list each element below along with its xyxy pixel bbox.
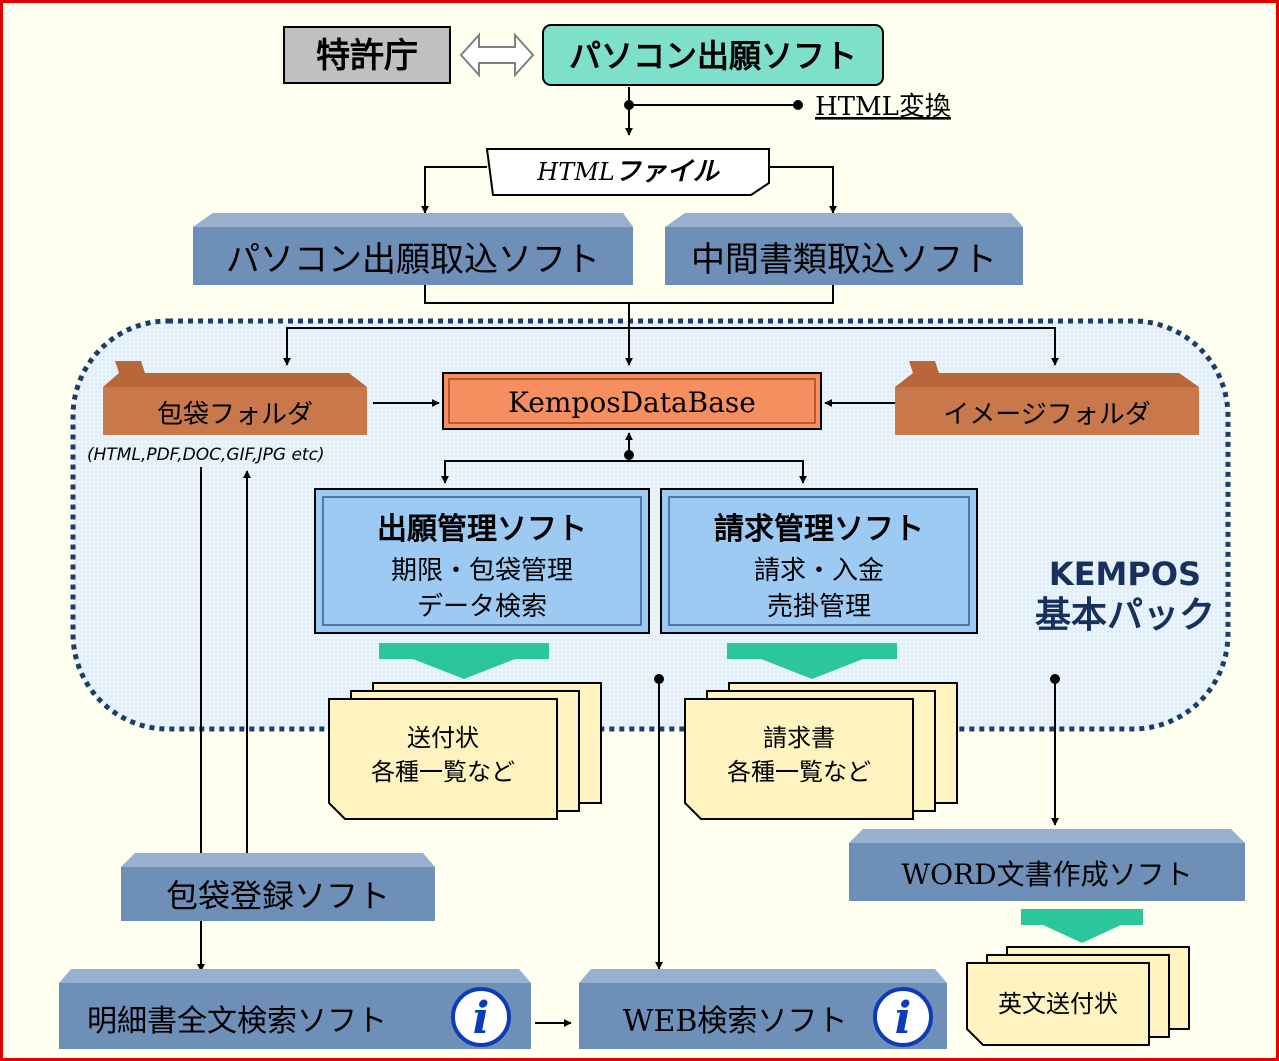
database-label: KemposDataBase bbox=[508, 386, 756, 419]
fulltext-search-module: 明細書全文検索ソフト i bbox=[59, 969, 531, 1049]
word-doc-label: WORD文書作成ソフト bbox=[901, 858, 1192, 891]
doc-billing-line1: 請求書 bbox=[763, 724, 835, 752]
pc-filing-import-label: パソコン出願取込ソフト bbox=[226, 240, 600, 280]
html-conversion-label: HTML変換 bbox=[815, 92, 951, 122]
doc-filing-line1: 送付状 bbox=[407, 724, 479, 752]
doc-billing-line2: 各種一覧など bbox=[727, 758, 871, 786]
image-folder-label: イメージフォルダ bbox=[943, 400, 1150, 430]
image-folder: イメージフォルダ bbox=[895, 361, 1199, 435]
wrapper-folder-label: 包袋フォルダ bbox=[157, 400, 313, 430]
system-diagram: 特許庁 パソコン出願ソフト HTML変換 HTMLファイル パソコン出願取込ソフ… bbox=[59, 24, 1245, 1049]
wrapper-register-module: 包袋登録ソフト bbox=[121, 853, 435, 921]
billing-mgmt-title: 請求管理ソフト bbox=[714, 512, 924, 547]
filing-mgmt-title: 出願管理ソフト bbox=[377, 512, 587, 547]
filing-mgmt-line1: 期限・包袋管理 bbox=[391, 556, 573, 586]
fulltext-search-label: 明細書全文検索ソフト bbox=[87, 1004, 387, 1039]
filing-mgmt-line2: データ検索 bbox=[417, 592, 547, 622]
filing-mgmt-software: 出願管理ソフト 期限・包袋管理 データ検索 bbox=[314, 488, 650, 634]
patent-office-box bbox=[283, 26, 451, 84]
output-arrow-word bbox=[1021, 909, 1143, 943]
english-cover-label: 英文送付状 bbox=[998, 990, 1118, 1018]
billing-mgmt-line2: 売掛管理 bbox=[767, 592, 871, 622]
svg-text:i: i bbox=[895, 993, 912, 1044]
database-box: KemposDataBase bbox=[442, 372, 822, 430]
bidirectional-arrow-icon bbox=[459, 32, 535, 78]
wrapper-folder: 包袋フォルダ bbox=[103, 361, 367, 435]
word-doc-module: WORD文書作成ソフト bbox=[849, 829, 1245, 901]
output-arrow-filing bbox=[379, 643, 549, 679]
connectors bbox=[197, 87, 1059, 1027]
web-search-label: WEB検索ソフト bbox=[623, 1004, 848, 1039]
doc-stack-filing: 送付状 各種一覧など bbox=[328, 682, 602, 820]
html-file-shape bbox=[485, 148, 770, 196]
svg-text:i: i bbox=[473, 993, 490, 1044]
kempos-pack-line1: KEMPOS bbox=[1049, 555, 1201, 593]
wrapper-register-label: 包袋登録ソフト bbox=[166, 877, 390, 915]
kempos-pack-line2: 基本パック bbox=[1035, 595, 1215, 636]
pc-filing-import-module: パソコン出願取込ソフト bbox=[193, 213, 633, 285]
info-icon[interactable]: i bbox=[451, 987, 511, 1047]
pc-filing-software-label: パソコン出願ソフト bbox=[569, 37, 857, 75]
doc-stack-english: 英文送付状 bbox=[966, 946, 1190, 1046]
doc-filing-line2: 各種一覧など bbox=[371, 758, 515, 786]
html-file-label: HTMLファイル bbox=[536, 157, 720, 187]
doc-stack-billing: 請求書 各種一覧など bbox=[684, 682, 958, 820]
connector-dots bbox=[624, 100, 1060, 684]
output-arrow-billing bbox=[727, 643, 897, 679]
billing-mgmt-software: 請求管理ソフト 請求・入金 売掛管理 bbox=[660, 488, 978, 634]
web-search-module: WEB検索ソフト i bbox=[579, 969, 947, 1049]
wrapper-folder-formats: (HTML,PDF,DOC,GIF,JPG etc) bbox=[87, 445, 325, 465]
intermediate-import-module: 中間書類取込ソフト bbox=[665, 213, 1023, 285]
patent-office-label: 特許庁 bbox=[316, 36, 418, 76]
info-icon[interactable]: i bbox=[873, 987, 933, 1047]
billing-mgmt-line1: 請求・入金 bbox=[754, 556, 884, 586]
intermediate-import-label: 中間書類取込ソフト bbox=[691, 240, 997, 280]
pc-filing-software-box bbox=[542, 24, 884, 86]
